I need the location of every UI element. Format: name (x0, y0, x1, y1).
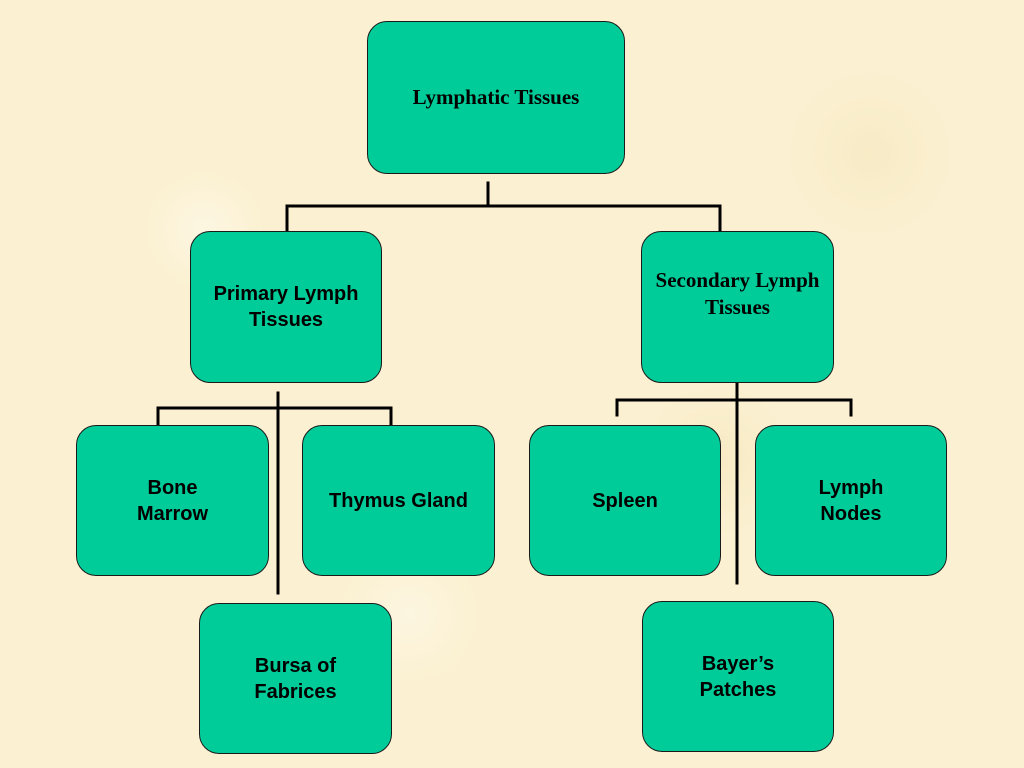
node-secondary-lymph-tissues: Secondary Lymph Tissues (641, 231, 834, 383)
node-thymus-gland: Thymus Gland (302, 425, 495, 576)
node-bone-marrow: Bone Marrow (76, 425, 269, 576)
node-primary-lymph-tissues: Primary Lymph Tissues (190, 231, 382, 383)
node-spleen: Spleen (529, 425, 721, 576)
node-bayers-patches: Bayer’s Patches (642, 601, 834, 752)
node-bursa-of-fabrices: Bursa of Fabrices (199, 603, 392, 754)
node-lymphatic-tissues: Lymphatic Tissues (367, 21, 625, 174)
node-lymph-nodes: Lymph Nodes (755, 425, 947, 576)
